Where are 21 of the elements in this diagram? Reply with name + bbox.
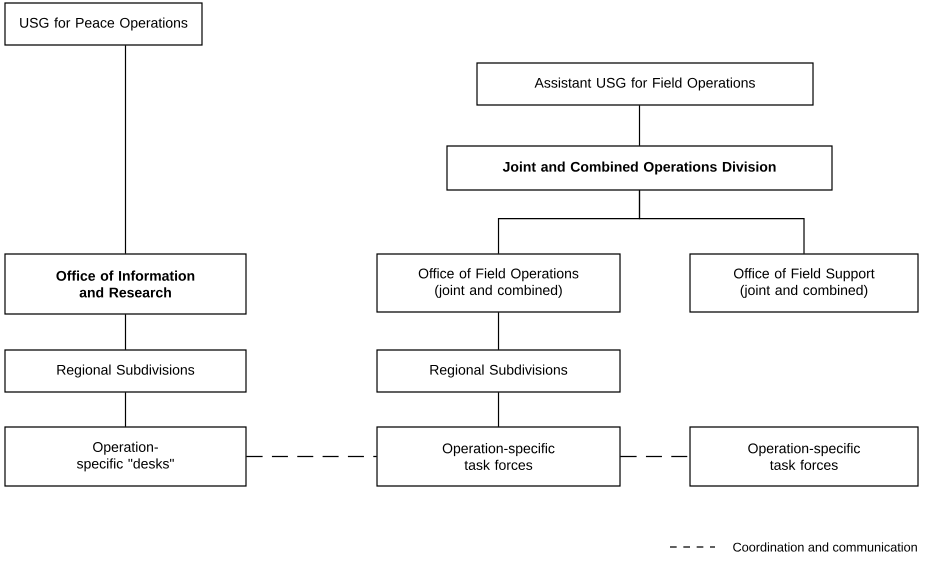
- connector-line: [124, 392, 126, 426]
- org-box: Joint and Combined Operations Division: [446, 145, 833, 191]
- org-box: Office of Field Support (joint and combined): [689, 253, 919, 313]
- org-box: Regional Subdivisions: [376, 349, 621, 393]
- connector-line: [638, 190, 805, 254]
- connector-line: [638, 106, 640, 146]
- connector-line: [124, 314, 126, 350]
- connector-line: [620, 456, 690, 458]
- org-box: Operation-specific task forces: [689, 426, 919, 487]
- org-box: Operation-specific "desks": [4, 426, 247, 487]
- connector-line: [498, 312, 500, 350]
- org-box: Regional Subdivisions: [4, 349, 247, 393]
- connector-line: [246, 456, 376, 458]
- org-box: Operation-specific task forces: [376, 426, 621, 487]
- connector-line: [498, 392, 500, 426]
- connector-line: [124, 46, 126, 254]
- org-box: USG for Peace Operations: [4, 2, 203, 46]
- org-box: Office of Field Operations (joint and combined): [376, 253, 621, 313]
- org-box: Office of Information and Research: [4, 253, 247, 315]
- org-box: Assistant USG for Field Operations: [476, 62, 814, 106]
- legend-text: Coordination and communication: [733, 542, 917, 552]
